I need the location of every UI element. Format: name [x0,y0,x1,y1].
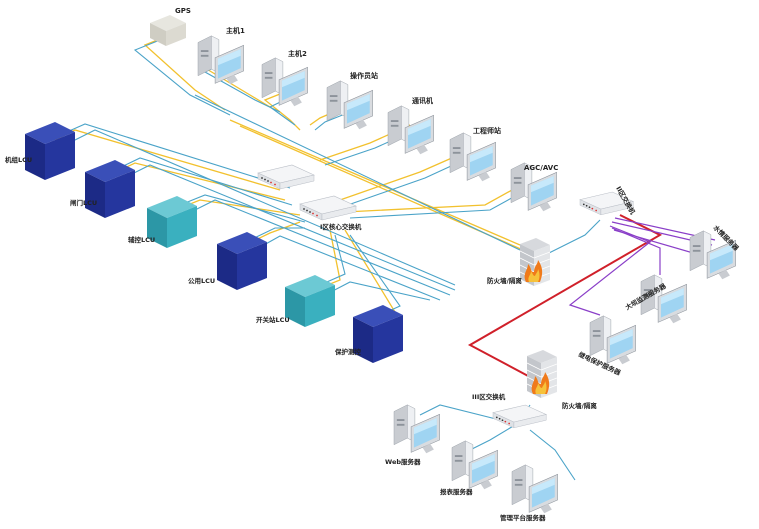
host1-computer [197,35,245,85]
web-server-label: Web服务器 [385,457,421,466]
mgmt-server-label: 管理平台服务器 [500,513,546,522]
red-links [467,214,663,386]
protection-label: 保护测控 [334,347,362,356]
comm-computer [387,105,435,155]
lcu-common-label: 公用LCU [188,277,215,285]
links [54,34,716,481]
zone3-switch [492,404,547,429]
lcu-gate [85,160,135,218]
lcu-common [217,232,267,290]
lcu-unit [25,122,75,180]
eng-station-computer [449,132,497,182]
gps-label: GPS [175,7,191,15]
firewall3-label: 防火墙/隔离 [562,401,597,410]
lcu-switchyard [285,275,335,327]
mgmt-server [511,464,559,514]
core-switch-label: I区核心交换机 [320,222,362,231]
operator-station-computer [326,80,374,130]
host1-label: 主机1 [226,26,245,35]
lcu-aux-label: 辅控LCU [128,235,155,244]
core-switch [257,164,357,221]
gps-device [150,15,186,46]
operator-station-label: 操作员站 [350,71,378,80]
web-server [393,404,441,454]
firewall3 [526,349,558,399]
lcu-gate-label: 闸门LCU [70,198,97,207]
host2-label: 主机2 [288,49,307,58]
comm-label: 通讯机 [412,96,433,105]
firewall1-label: 防火墙/隔离 [487,276,522,285]
relay-server [589,315,637,365]
lcu-switchyard-label: 开关站LCU [256,315,290,324]
firewall1 [519,237,551,287]
report-server-label: 报表服务器 [440,487,473,496]
eng-station-label: 工程师站 [473,126,501,135]
agc-label: AGC/AVC [524,164,558,172]
lcu-unit-label: 机组LCU [5,155,32,164]
zone3-switch-label: III区交换机 [472,392,506,401]
